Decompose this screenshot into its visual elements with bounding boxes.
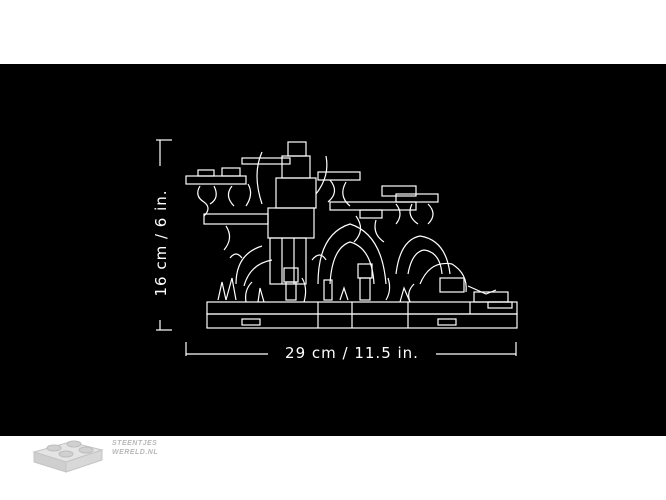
minifigures-and-plants	[217, 253, 497, 303]
steentjeswereld-watermark: STEENTJES WERELD.NL	[30, 430, 158, 474]
diorama-base	[206, 291, 518, 329]
right-canopy	[317, 171, 439, 243]
watermark-line1: STEENTJES	[112, 440, 158, 447]
diorama-line-drawing	[156, 139, 518, 356]
product-dimension-canvas: 29 cm / 11.5 in. 16 cm / 6 in.	[0, 64, 666, 436]
left-canopy	[185, 157, 291, 251]
height-dimension-label: 16 cm / 6 in.	[152, 166, 170, 320]
width-dimension-bracket	[185, 342, 517, 356]
central-tree-structure	[256, 141, 328, 285]
width-dimension-label: 29 cm / 11.5 in.	[268, 344, 436, 362]
root-arches	[235, 223, 467, 293]
watermark-line2: WERELD.NL	[112, 449, 159, 456]
lego-brick-logo-icon	[32, 440, 104, 473]
